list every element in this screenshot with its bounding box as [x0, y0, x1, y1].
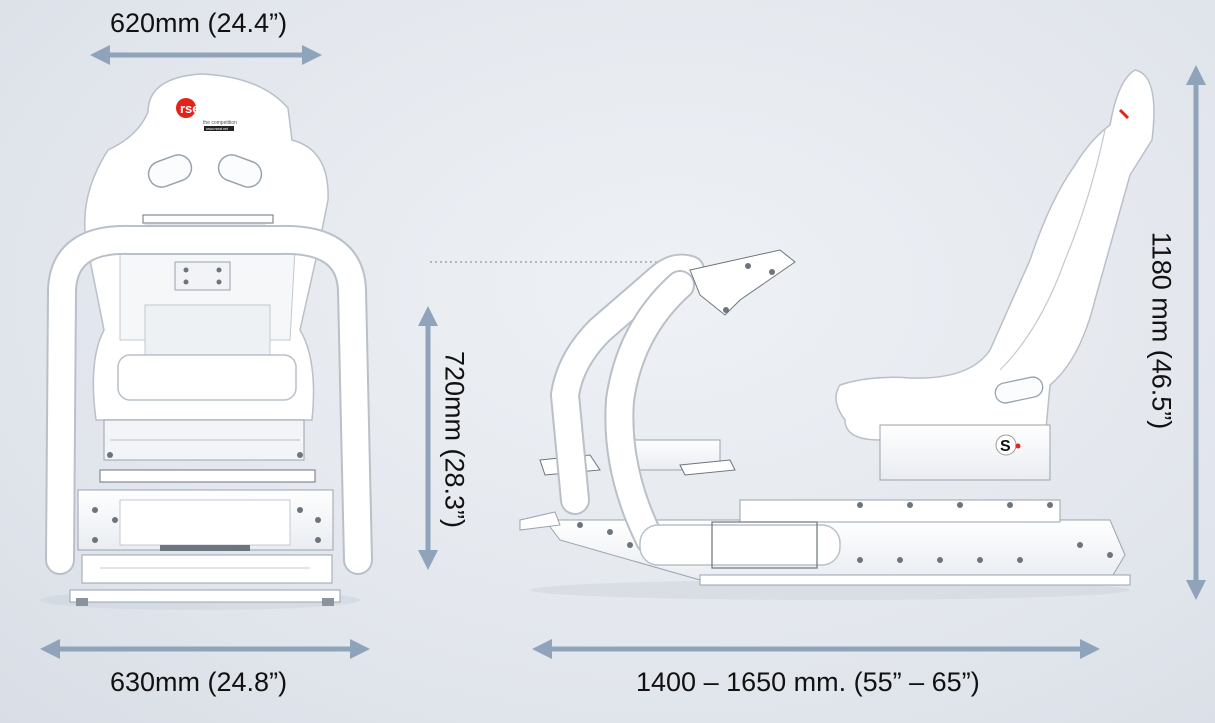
svg-text:S: S	[1000, 438, 1011, 455]
harness-slot-left	[147, 154, 193, 188]
rseat-logo: rseat the competition www.rseat.net	[176, 98, 237, 131]
svg-text:rseat: rseat	[180, 101, 212, 116]
front-top-width-label: 620mm (24.4”)	[110, 8, 288, 38]
front-bottom-width-label: 630mm (24.8”)	[110, 667, 288, 697]
seat-shell-side	[835, 69, 1155, 441]
front-view: rseat the competition www.rseat.net	[40, 73, 373, 610]
pedal-height-label: 720mm (28.3”)	[439, 350, 470, 529]
seat-height-label: 1180 mm (46.5”)	[1146, 231, 1177, 430]
harness-slot-right	[217, 154, 263, 188]
total-length-label: 1400 – 1650 mm. (55” – 65”)	[636, 667, 980, 697]
svg-text:the competition: the competition	[203, 120, 237, 126]
svg-text:www.rseat.net: www.rseat.net	[206, 127, 228, 131]
harness-slot-side	[994, 376, 1044, 404]
s-badge: S	[995, 434, 1021, 456]
dimension-arrows	[40, 45, 1206, 659]
side-view: S	[519, 69, 1155, 600]
